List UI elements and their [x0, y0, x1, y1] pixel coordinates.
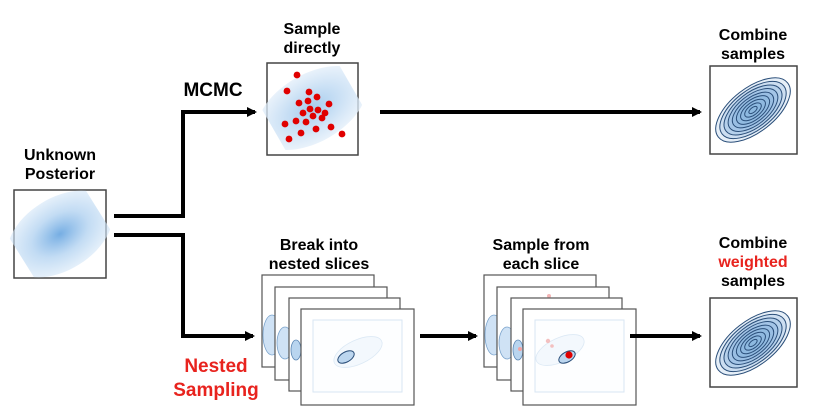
combine-weighted-samples-panel [709, 297, 798, 388]
sample-each-slice-label: Sample from each slice [492, 237, 590, 273]
contour-ellipses-bottom [715, 310, 791, 376]
nested-slices-stack [261, 274, 415, 406]
sample-dot [281, 120, 289, 128]
sample-dot [314, 106, 322, 114]
sample-dot [325, 100, 333, 108]
sample-dot [309, 112, 317, 120]
combine-samples-label: Combine samples [718, 27, 788, 63]
sample-dot [297, 129, 305, 137]
arrow-to-nested-slices [114, 233, 255, 341]
mcmc-label: MCMC [183, 80, 243, 101]
sample-dot [305, 88, 313, 96]
mcmc-sample-dots [281, 71, 346, 143]
sample-dot [338, 130, 346, 138]
unknown-posterior-panel [7, 189, 113, 279]
flow-arrows [114, 107, 702, 341]
contour-ellipses-top [715, 77, 791, 143]
selected-sample-dot [565, 351, 573, 359]
sample-directly-label: Sample directly [283, 21, 341, 57]
contour-ellipse [748, 338, 758, 348]
sample-dot [313, 93, 321, 101]
sample-dot [304, 97, 312, 105]
sample-dot [302, 118, 310, 126]
sample-dot [321, 109, 329, 117]
mcmc-sample-panel [257, 62, 367, 156]
sample-dot [283, 87, 291, 95]
weighted-word: weighted [718, 254, 788, 271]
sample-dot [295, 99, 303, 107]
sample-dot [327, 123, 335, 131]
sample-dot [292, 117, 300, 125]
arrow-to-mcmc [114, 107, 257, 218]
sample-dot [299, 109, 307, 117]
sample-dot [318, 114, 326, 122]
nested-sampling-label: Nested Sampling [173, 356, 259, 401]
sample-dot [312, 125, 320, 133]
combine-samples-panel [709, 65, 798, 155]
sampled-slices-stack [483, 274, 637, 406]
break-into-slices-label: Break into nested slices [268, 237, 370, 273]
sample-dot [306, 105, 314, 113]
sample-dot [293, 71, 301, 79]
contour-ellipse [748, 105, 758, 115]
sample-dot [285, 135, 293, 143]
unknown-posterior-label: Unknown Posterior [24, 147, 96, 183]
combine-weighted-samples-label: Combine weighted samples [703, 234, 803, 291]
